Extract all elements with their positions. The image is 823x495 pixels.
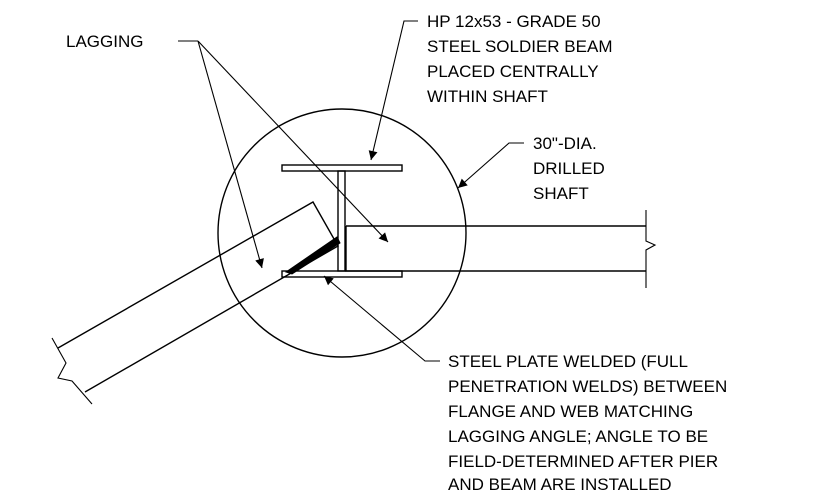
lagging-board-right	[345, 210, 657, 288]
label-shaft-line: 30"-DIA.	[533, 134, 597, 153]
leader-shaft	[457, 142, 524, 189]
label-beam-line: STEEL SOLDIER BEAM	[427, 37, 612, 56]
label-beam-line: PLACED CENTRALLY	[427, 62, 599, 81]
beam-web	[337, 170, 346, 272]
label-shaft-line: SHAFT	[533, 184, 589, 203]
beam-bottom-flange	[281, 270, 403, 278]
leader-lines	[178, 20, 524, 362]
label-plate-line: FLANGE AND WEB MATCHING	[448, 402, 693, 421]
leader-plate	[323, 275, 440, 362]
label-beam: HP 12x53 - GRADE 50 STEEL SOLDIER BEAM P…	[427, 12, 612, 106]
label-plate-line: PENETRATION WELDS) BETWEEN	[448, 377, 727, 396]
label-plate: STEEL PLATE WELDED (FULL PENETRATION WEL…	[448, 352, 727, 494]
leader-lagging-left	[197, 40, 264, 269]
leader-lagging-right	[197, 40, 389, 243]
label-plate-line: FIELD-DETERMINED AFTER PIER	[448, 452, 718, 471]
welded-steel-plate	[284, 236, 341, 275]
label-lagging: LAGGING	[66, 32, 143, 51]
label-beam-line: HP 12x53 - GRADE 50	[427, 12, 601, 31]
label-plate-line: AND BEAM ARE INSTALLED	[448, 475, 672, 494]
label-shaft: 30"-DIA. DRILLED SHAFT	[533, 134, 605, 203]
label-plate-line: LAGGING ANGLE; ANGLE TO BE	[448, 427, 708, 446]
drilled-shaft-circle	[217, 108, 467, 358]
beam-top-flange	[281, 164, 403, 172]
label-beam-line: WITHIN SHAFT	[427, 87, 548, 106]
lagging-board-left	[51, 201, 339, 405]
label-plate-line: STEEL PLATE WELDED (FULL	[448, 352, 688, 371]
steel-soldier-beam	[281, 164, 403, 278]
leader-beam	[368, 20, 418, 161]
label-shaft-line: DRILLED	[533, 159, 605, 178]
